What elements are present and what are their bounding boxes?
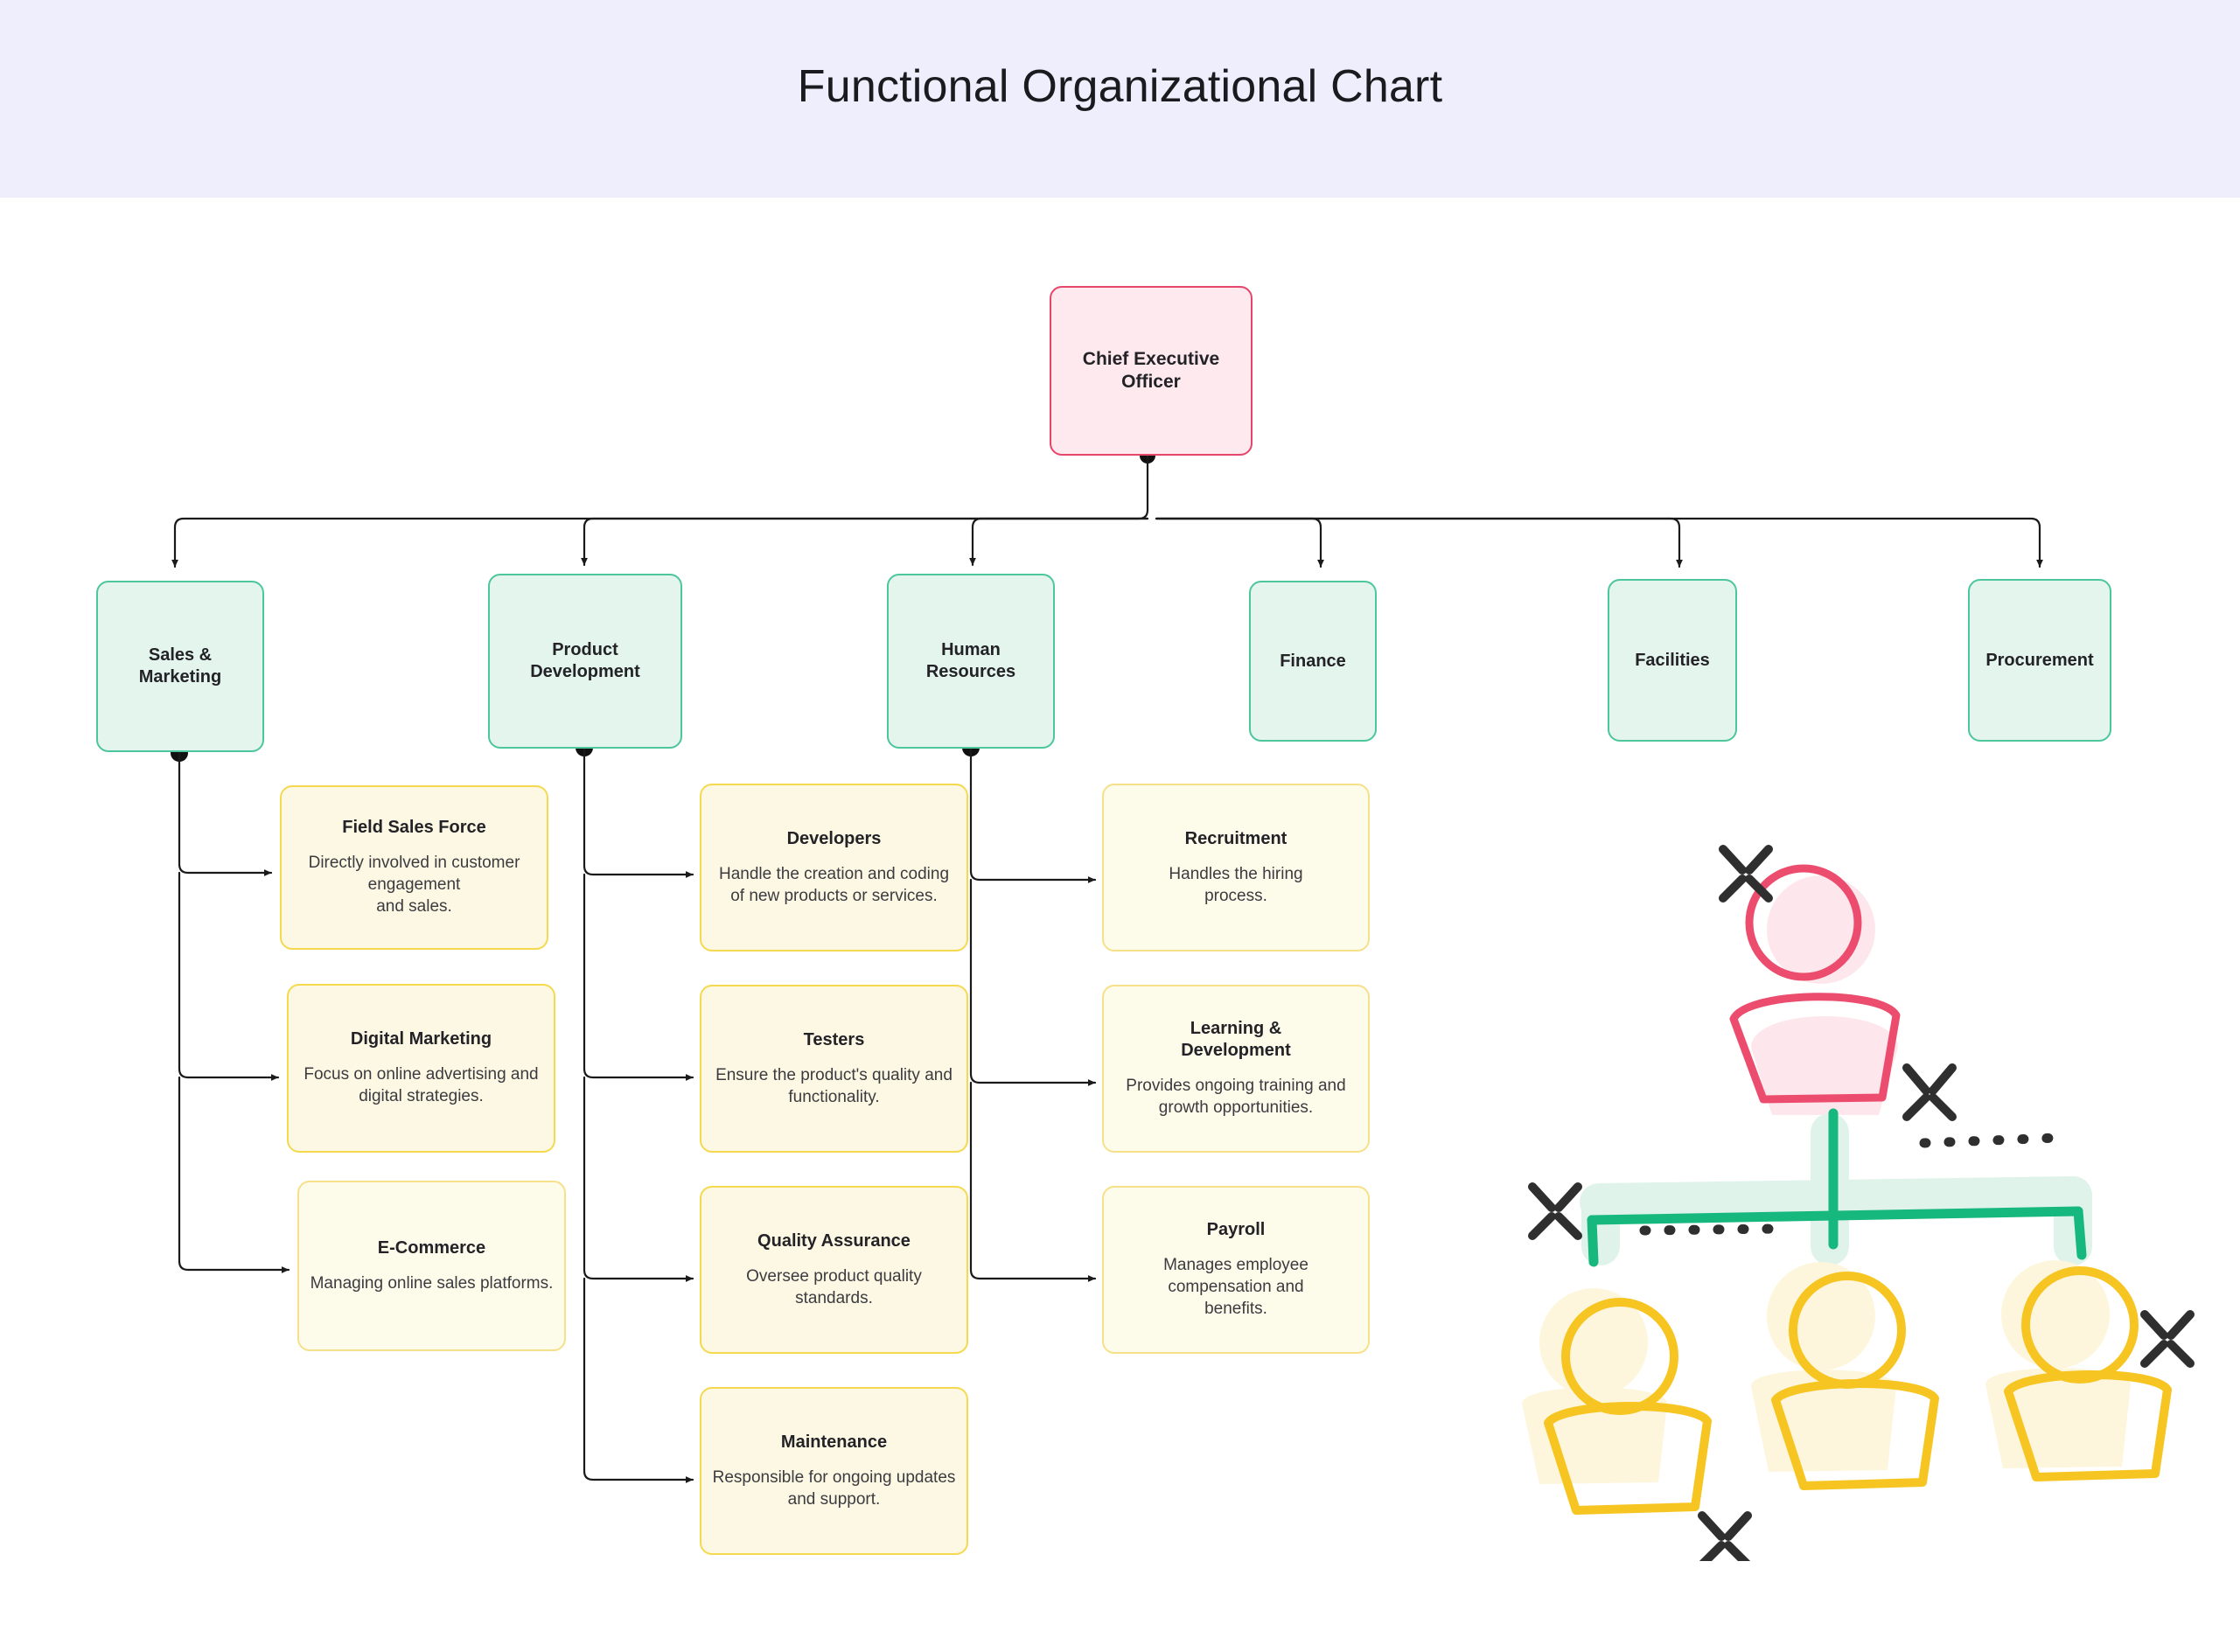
node-title: Procurement <box>1985 650 2094 670</box>
node-procurement[interactable]: Procurement <box>1968 579 2111 742</box>
node-human-resources[interactable]: Human Resources <box>887 574 1055 749</box>
node-title: Developers <box>786 828 882 848</box>
node-digital-marketing[interactable]: Digital Marketing Focus on online advert… <box>287 984 555 1153</box>
page-title: Functional Organizational Chart <box>797 61 1443 112</box>
node-chief-executive-officer[interactable]: Chief Executive Officer <box>1050 286 1253 456</box>
node-field-sales-force[interactable]: Field Sales Force Directly involved in c… <box>280 785 548 950</box>
node-payroll[interactable]: Payroll Manages employee compensation an… <box>1102 1186 1370 1354</box>
node-sales-marketing[interactable]: Sales & Marketing <box>96 581 264 752</box>
node-description: Oversee product quality standards. <box>746 1266 922 1307</box>
node-developers[interactable]: Developers Handle the creation and codin… <box>700 784 968 951</box>
node-description: Ensure the product's quality and functio… <box>715 1065 953 1106</box>
node-description: Directly involved in customer engagement… <box>308 854 520 916</box>
node-title: Digital Marketing <box>350 1029 492 1049</box>
node-description: Manages employee compensation and benefi… <box>1163 1256 1308 1318</box>
node-title: Sales & Marketing <box>138 645 222 687</box>
node-title: Chief Executive Officer <box>1082 348 1220 392</box>
node-title: Field Sales Force <box>342 818 486 838</box>
node-title: Recruitment <box>1184 828 1287 848</box>
node-e-commerce[interactable]: E-Commerce Managing online sales platfor… <box>297 1181 566 1351</box>
node-product-development[interactable]: Product Development <box>488 574 682 749</box>
node-maintenance[interactable]: Maintenance Responsible for ongoing upda… <box>700 1387 968 1555</box>
node-title: Product Development <box>530 640 640 681</box>
node-finance[interactable]: Finance <box>1249 581 1377 742</box>
org-hierarchy-people-illustration <box>1522 845 2195 1561</box>
node-title: Maintenance <box>780 1432 888 1452</box>
node-recruitment[interactable]: Recruitment Handles the hiring process. <box>1102 784 1370 951</box>
header-band <box>0 0 2240 198</box>
node-description: Provides ongoing training and growth opp… <box>1126 1077 1346 1117</box>
node-learning-development[interactable]: Learning & Development Provides ongoing … <box>1102 985 1370 1153</box>
node-description: Handle the creation and coding of new pr… <box>718 864 950 905</box>
node-title: Payroll <box>1206 1220 1266 1240</box>
node-title: Learning & Development <box>1181 1019 1291 1061</box>
node-facilities[interactable]: Facilities <box>1608 579 1737 742</box>
node-quality-assurance[interactable]: Quality Assurance Oversee product qualit… <box>700 1186 968 1354</box>
node-description: Managing online sales platforms. <box>310 1273 554 1293</box>
node-description: Handles the hiring process. <box>1169 864 1303 905</box>
node-description: Focus on online advertising and digital … <box>304 1065 539 1105</box>
node-title: Human Resources <box>925 640 1016 681</box>
node-title: Quality Assurance <box>757 1230 911 1251</box>
node-title: Testers <box>803 1029 865 1049</box>
node-description: Responsible for ongoing updates and supp… <box>712 1467 956 1509</box>
node-title: E-Commerce <box>377 1237 486 1258</box>
node-testers[interactable]: Testers Ensure the product's quality and… <box>700 985 968 1153</box>
node-title: Finance <box>1280 651 1346 671</box>
node-title: Facilities <box>1635 650 1710 670</box>
